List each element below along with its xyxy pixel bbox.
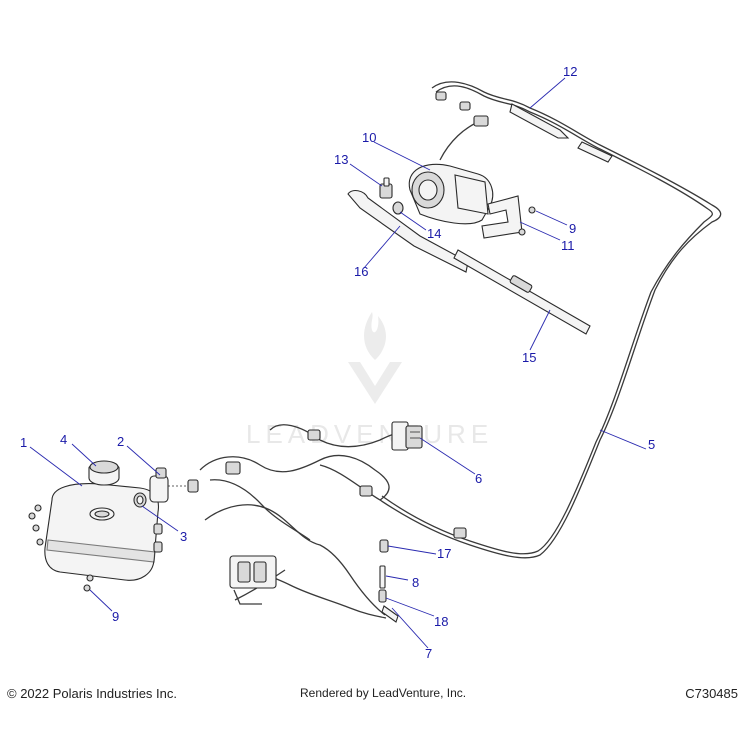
callout-7: 7 bbox=[425, 646, 432, 661]
callout-12: 12 bbox=[563, 64, 577, 79]
callout-4: 4 bbox=[60, 432, 67, 447]
harness-connector-c bbox=[359, 485, 373, 497]
callout-5: 5 bbox=[648, 437, 655, 452]
hose-fittings-12 bbox=[435, 91, 613, 163]
copyright-notice: © 2022 Polaris Industries Inc. bbox=[7, 686, 177, 701]
motor-bracket-11 bbox=[481, 195, 523, 239]
spline-nut-13 bbox=[379, 177, 393, 199]
washer-hose-5 bbox=[319, 81, 722, 559]
callout-2: 2 bbox=[117, 434, 124, 449]
hose-end-7 bbox=[381, 605, 399, 623]
watermark-flame-icon bbox=[364, 312, 386, 360]
diagram-id: C730485 bbox=[685, 686, 738, 701]
callout-10: 10 bbox=[362, 130, 376, 145]
leader-lines bbox=[29, 77, 647, 649]
callout-3: 3 bbox=[180, 529, 187, 544]
washer-reservoir-1 bbox=[44, 483, 163, 581]
pump-grommet-3 bbox=[133, 492, 147, 508]
harness-connector-a bbox=[225, 461, 241, 475]
watermark-text: LEADVENTURE bbox=[246, 419, 493, 449]
callout-9-left: 9 bbox=[112, 609, 119, 624]
hose-connector-18 bbox=[378, 589, 387, 603]
callout-18: 18 bbox=[434, 614, 448, 629]
callout-13: 13 bbox=[334, 152, 348, 167]
harness-connector-b bbox=[307, 429, 321, 441]
callout-6: 6 bbox=[475, 471, 482, 486]
electrical-connector-6 bbox=[391, 421, 423, 451]
rendered-by-credit: Rendered by LeadVenture, Inc. bbox=[300, 686, 467, 700]
leadventure-watermark: LEADVENTURE bbox=[246, 312, 493, 449]
reservoir-cap-4 bbox=[88, 460, 120, 486]
hose-segment-8 bbox=[379, 565, 386, 589]
callout-15: 15 bbox=[522, 350, 536, 365]
callout-1: 1 bbox=[20, 435, 27, 450]
screw-9-right bbox=[518, 206, 536, 236]
harness-clip bbox=[453, 527, 467, 539]
wiper-arm-16 bbox=[347, 189, 469, 273]
washer-pump-2 bbox=[149, 467, 199, 503]
callout-labels: 1 2 3 4 5 6 7 8 9 9 10 11 12 13 14 15 16… bbox=[20, 64, 655, 661]
wiring-harness bbox=[199, 424, 467, 619]
callout-11: 11 bbox=[561, 238, 575, 253]
callout-9-right: 9 bbox=[569, 221, 576, 236]
wiper-blade-15 bbox=[453, 249, 591, 335]
wiper-motor-10 bbox=[408, 115, 494, 225]
screws-9-left bbox=[28, 504, 94, 592]
callout-14: 14 bbox=[427, 226, 441, 241]
relay-block bbox=[229, 555, 277, 605]
nozzle-fitting-17 bbox=[379, 539, 389, 553]
arm-cap-14 bbox=[392, 201, 404, 215]
callout-17: 17 bbox=[437, 546, 451, 561]
watermark-v-icon bbox=[348, 362, 402, 404]
callout-16: 16 bbox=[354, 264, 368, 279]
callout-8: 8 bbox=[412, 575, 419, 590]
